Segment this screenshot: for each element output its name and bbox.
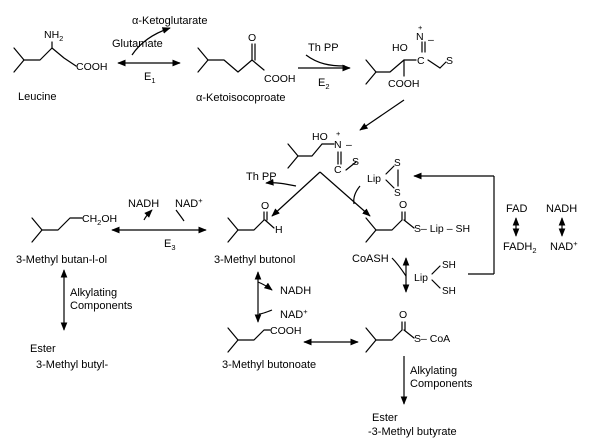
coa-oxygen-label: O	[399, 309, 407, 321]
nad-right-label: NAD+	[550, 239, 578, 253]
enzyme-e2-label: E2	[318, 77, 330, 91]
ester-right-name-label: -3-Methyl butyrate	[368, 426, 457, 438]
leucine-label: Leucine	[18, 91, 57, 103]
alkylating-left-label-1: Alkylating	[70, 287, 117, 299]
ester-left-name-label: 3-Methyl butyl-	[36, 359, 108, 371]
kic-thpp-adduct-structure: HO N + – C S COOH	[365, 23, 453, 90]
lipoamide-sulfur-b: S	[394, 188, 401, 199]
nadh-mid-label: NADH	[280, 285, 311, 297]
transamination-step: α-Ketoglutarate Glutamate E1	[112, 15, 207, 85]
adduct-hydroxyl-label: HO	[392, 42, 408, 54]
coash-label: CoASH	[352, 253, 389, 265]
adduct-carbon-label: C	[417, 55, 425, 67]
isovaleryl-coa-structure: O S– CoA	[365, 309, 450, 353]
methylbutanoate-structure: COOH	[227, 325, 302, 353]
thpp-released-label: Th PP	[246, 171, 277, 183]
nadh-right-label: NADH	[546, 203, 577, 215]
leucine-structure: NH2 COOH	[13, 29, 108, 73]
aldehyde-hydrogen-label: H	[275, 224, 283, 236]
coa-thioester-label: S– CoA	[414, 333, 450, 345]
adduct-nitrogen-charge-plus: +	[418, 23, 423, 32]
intermediate-nitrogen-charge-minus: –	[346, 139, 352, 151]
glutamate-label: Glutamate	[112, 38, 163, 50]
acyl-lipoamide-structure: O S– Lip – SH	[365, 199, 470, 243]
adduct-sulfur-label: S	[446, 55, 453, 67]
left-esterification-step: Alkylating Components Ester 3-Methyl but…	[30, 269, 133, 371]
ketoisocaproate-structure: O COOH	[197, 32, 296, 85]
amino-group-label: NH2	[44, 29, 63, 43]
reduction-step: NADH NAD+ E3	[111, 196, 207, 252]
enzyme-e3-label: E3	[164, 238, 176, 252]
right-esterification-step: Alkylating Components Ester -3-Methyl bu…	[368, 356, 473, 438]
acyl-lipoamide-tail-label: S– Lip – SH	[414, 223, 470, 235]
lipoamide-top-label: Lip	[367, 173, 381, 185]
enzyme-e1-label: E1	[144, 71, 156, 85]
alkylating-right-label-2: Components	[410, 378, 473, 390]
to-intermediate-arrow	[359, 99, 405, 131]
adduct-nitrogen-charge-minus: –	[428, 34, 434, 46]
thpp-top-label: Th PP	[308, 42, 339, 54]
methylbutanol-structure: CH2OH	[31, 213, 117, 243]
decarboxylation-step: Th PP E2	[298, 42, 351, 91]
acyl-oxygen-label: O	[399, 199, 407, 211]
ketoisocaproate-label: α-Ketoisocoproate	[196, 92, 286, 104]
kic-carboxyl-label: COOH	[264, 73, 296, 85]
nad-left-label: NAD+	[175, 196, 203, 210]
adduct-carboxyl-label: COOH	[388, 78, 420, 90]
fad-label: FAD	[506, 203, 527, 215]
thiol-a-label: SH	[442, 260, 456, 271]
nadh-left-label: NADH	[128, 198, 159, 210]
coa-transfer-step: CoASH Lip SH SH	[352, 253, 456, 297]
thiol-b-label: SH	[442, 286, 456, 297]
intermediate-sulfur-label: S	[352, 156, 359, 168]
nad-mid-label: NAD+	[280, 307, 308, 321]
methylbutanal-structure: O H	[227, 200, 283, 243]
ch2oh-group-label: CH2OH	[82, 213, 117, 227]
ester-right-label: Ester	[372, 412, 398, 424]
aldehyde-oxygen-label: O	[261, 200, 269, 212]
alkylating-right-label-1: Alkylating	[410, 365, 457, 377]
lipoamide-sulfur-a: S	[394, 158, 401, 169]
hydroxyalkyl-thpp-intermediate-structure: HO N + – C S	[287, 129, 359, 176]
lipoamide-oxidized-structure: Lip S S	[367, 158, 401, 199]
carboxyl-group-label: COOH	[76, 61, 108, 73]
aldehyde-oxidation-step: NADH NAD+	[254, 271, 311, 323]
alpha-ketoglutarate-label: α-Ketoglutarate	[132, 15, 207, 27]
lipoamide-reduced-label: Lip	[414, 272, 428, 284]
adduct-nitrogen-label: N	[416, 31, 424, 43]
intermediate-nitrogen-label: N	[334, 139, 342, 151]
lipoamide-regeneration-loop: FAD FADH2 NADH NAD+	[413, 172, 578, 275]
methyl-butanal-label: 3-Methyl butonol	[214, 254, 295, 266]
keto-oxygen-label: O	[248, 32, 256, 44]
intermediate-hydroxyl-label: HO	[312, 131, 328, 143]
alkylating-left-label-2: Components	[70, 300, 133, 312]
fadh2-label: FADH2	[503, 241, 537, 255]
ester-left-label: Ester	[30, 343, 56, 355]
branch-arrows: Th PP	[246, 171, 371, 217]
acid-carboxyl-label: COOH	[270, 325, 302, 337]
intermediate-carbon-label: C	[334, 164, 342, 176]
methyl-butanol-label: 3-Methyl butan-l-ol	[16, 254, 107, 266]
intermediate-nitrogen-charge-plus: +	[336, 129, 341, 138]
methyl-butanoate-label: 3-Methyl butonoate	[222, 359, 316, 371]
